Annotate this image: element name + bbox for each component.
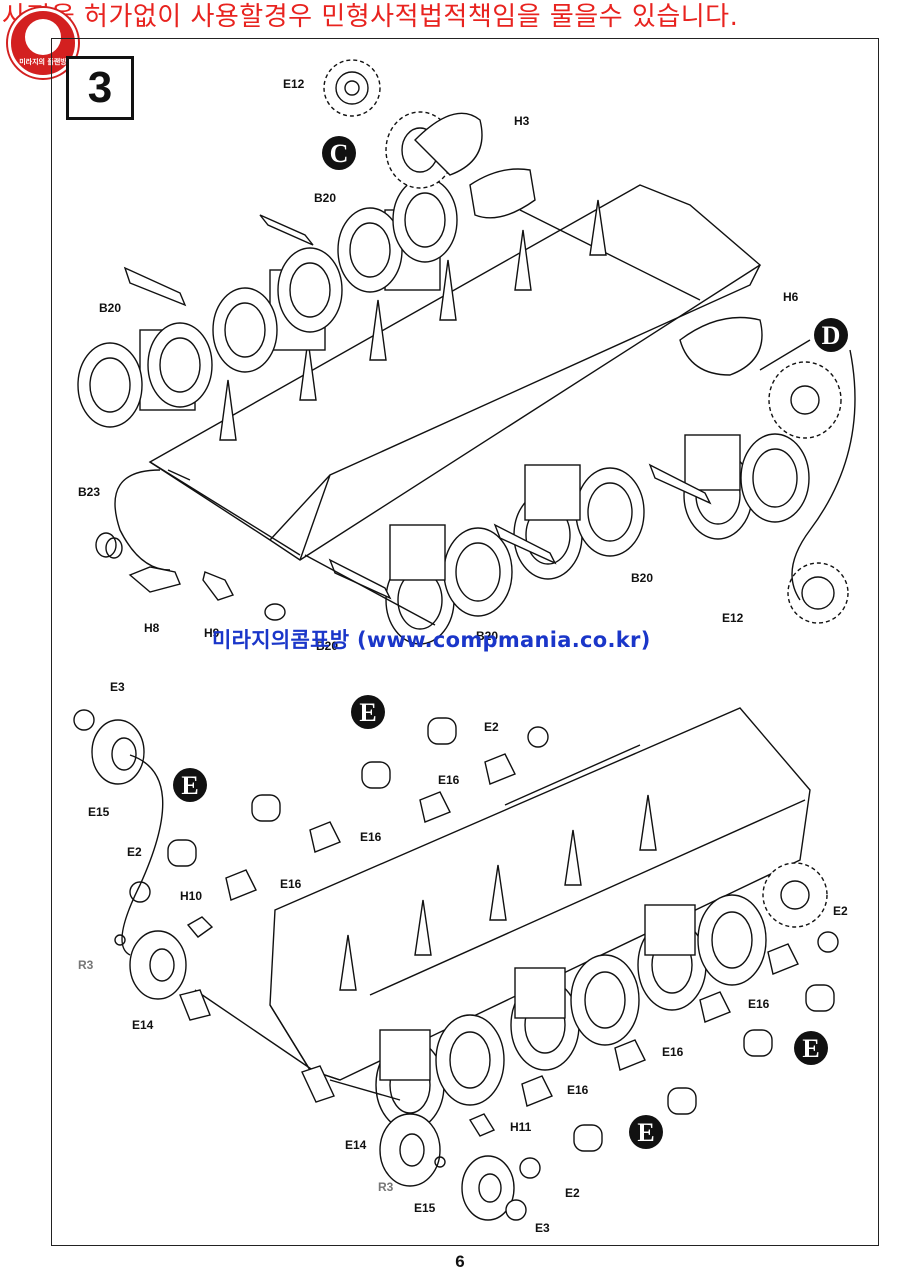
return-rollers [167,717,835,1152]
lower-idlers [91,719,515,1221]
svg-text:C: C [330,139,349,168]
callout-e-right: E [794,1031,828,1065]
step-number: 3 [66,56,134,120]
label-e2-bottom: E2 [565,1186,580,1200]
label-b20-c: B20 [631,571,653,585]
label-e3-bottom: E3 [535,1221,550,1235]
logo-face-icon [25,19,61,55]
label-e16-c: E16 [280,877,302,891]
label-h8: H8 [144,621,160,635]
label-e2-top: E2 [484,720,499,734]
watermark-text: 미라지의콤표방 (www.compmania.co.kr) [212,628,651,652]
label-e16-d: E16 [748,997,770,1011]
label-e16-b: E16 [360,830,382,844]
copyright-banner-text: 사진을 허가없이 사용할경우 민형사적법적책임을 물을수 있습니다. [2,2,739,32]
label-h11: H11 [510,1120,532,1134]
callout-d: D [814,318,848,352]
label-h6: H6 [783,290,799,304]
lower-part-labels: E3 E15 E2 E16 E16 E16 E2 H10 R3 E14 E2 E… [78,680,848,1235]
logo-text: 미라지의 플랜방 [19,58,67,66]
label-b20-a: B20 [314,191,336,205]
upper-sprockets [323,59,849,624]
lower-sprocket [762,862,828,928]
svg-text:E: E [359,698,376,727]
callout-e-top: E [351,695,385,729]
label-b20-b: B20 [99,301,121,315]
label-e14-top: E14 [132,1018,154,1032]
label-r3-bottom: R3 [378,1180,394,1194]
callout-e-bottom: E [629,1115,663,1149]
label-e14-bottom: E14 [345,1138,367,1152]
callout-c: C [322,136,356,170]
label-b20-e: B20 [316,639,338,653]
upper-part-labels: E12 H3 B20 B20 H6 B23 H8 H9 B20 B20 B20 … [78,77,799,653]
svg-text:E: E [637,1118,654,1147]
label-r3-top: R3 [78,958,94,972]
label-e16-e: E16 [662,1045,684,1059]
page-number: 6 [455,1252,465,1271]
label-e15-bottom: E15 [414,1201,436,1215]
svg-text:E: E [181,771,198,800]
label-e16-f: E16 [567,1083,589,1097]
copyright-banner: 사진을 허가없이 사용할경우 민형사적법적책임을 물을수 있습니다. [0,0,897,34]
label-h9: H9 [204,626,220,640]
label-h10: H10 [180,889,202,903]
label-e3-top: E3 [110,680,125,694]
upper-right-road-wheels [385,433,810,645]
site-logo: 미라지의 플랜방 [8,8,78,78]
label-e16-a: E16 [438,773,460,787]
upper-left-road-wheels [77,177,458,428]
upper-hull-drawing [77,59,856,645]
callout-e-left: E [173,768,207,802]
label-b23: B23 [78,485,100,499]
label-b20-d: B20 [476,629,498,643]
upper-hull-floor [148,184,762,561]
upper-hull-side [269,264,761,541]
label-h3: H3 [514,114,530,128]
label-e12-bottom: E12 [722,611,744,625]
lower-hull-drawing [73,707,839,1221]
label-e15-top: E15 [88,805,110,819]
label-e2-right: E2 [833,904,848,918]
instruction-frame [51,38,879,1246]
label-e2-left: E2 [127,845,142,859]
svg-text:D: D [822,321,841,350]
svg-text:E: E [802,1034,819,1063]
label-e12-top: E12 [283,77,305,91]
